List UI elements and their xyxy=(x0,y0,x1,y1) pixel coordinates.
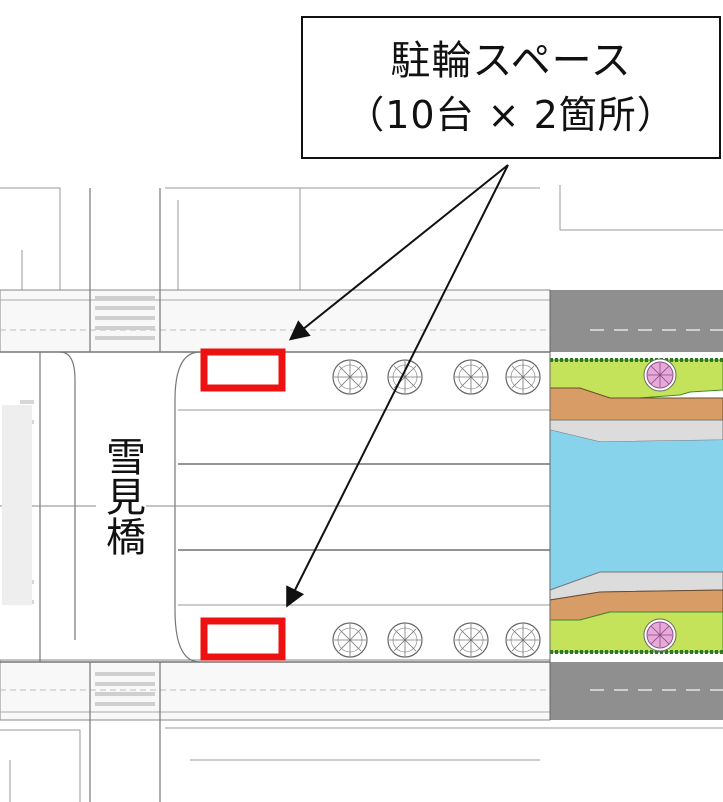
left-plaza-hatch xyxy=(2,405,32,605)
building-outlines xyxy=(0,185,723,802)
callout-detail: （10台 × 2箇所） xyxy=(346,92,676,137)
arrow-icon xyxy=(286,164,509,608)
crosswalk-bottom xyxy=(95,672,155,706)
parking-marker-top xyxy=(200,348,286,392)
cross-street xyxy=(39,188,201,802)
top-sidewalk xyxy=(0,289,551,353)
river-section xyxy=(549,290,723,720)
crosswalk-top xyxy=(95,296,155,340)
parking-marker-bottom xyxy=(200,617,286,661)
bicycle-parking-callout: 駐輪スペース （10台 × 2箇所） xyxy=(301,16,721,159)
bridge-name-label: 雪見橋 xyxy=(96,436,146,556)
tree-icon xyxy=(332,359,541,658)
callout-title: 駐輪スペース xyxy=(390,37,632,84)
